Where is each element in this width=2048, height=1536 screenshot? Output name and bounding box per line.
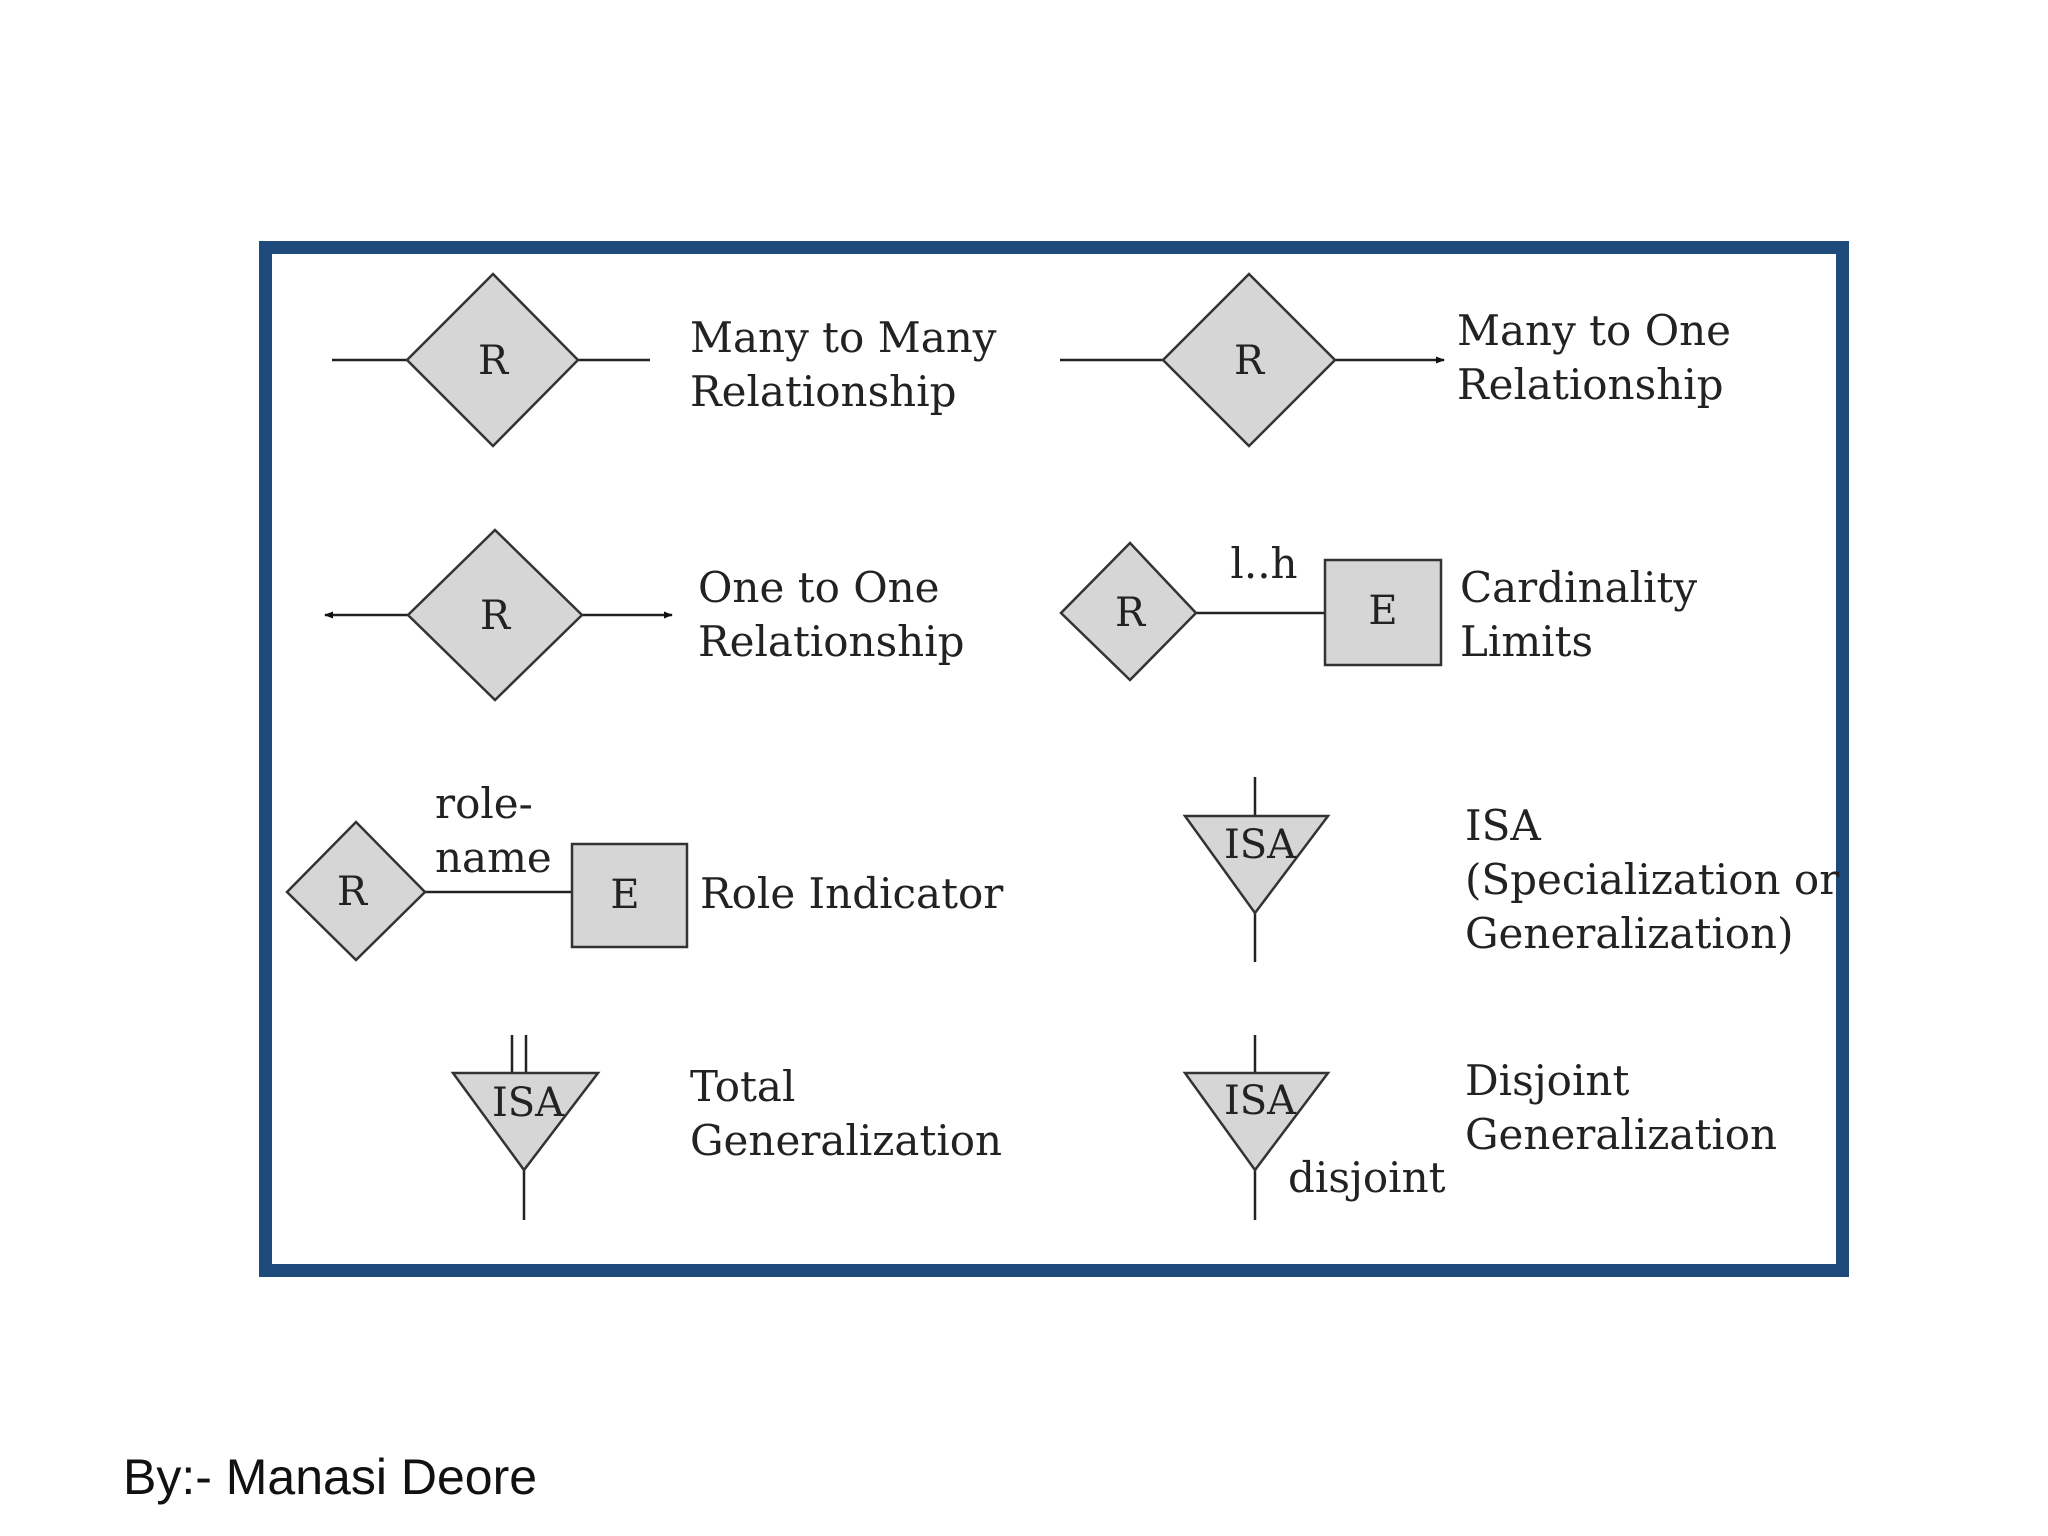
many-to-many-label-line-1: Many to Many xyxy=(690,313,997,362)
author-credit: By:- Manasi Deore xyxy=(123,1449,538,1505)
entity-rectangle xyxy=(570,842,689,949)
entity-symbol: E xyxy=(1368,588,1397,634)
cardinality-label-line-2: Limits xyxy=(1460,617,1593,666)
role-name-line-2: name xyxy=(435,833,552,882)
total-generalization-label-line-1: Total xyxy=(690,1062,795,1111)
cardinality-symbol: R E l..h xyxy=(1059,539,1443,682)
one-to-one-label-line-1: One to One xyxy=(698,563,940,612)
entity-rectangle xyxy=(1323,558,1443,667)
relationship-diamond xyxy=(1059,541,1198,682)
relationship-symbol: R xyxy=(1115,590,1147,636)
isa-symbol: ISA xyxy=(1182,777,1331,962)
relationship-symbol: R xyxy=(1234,338,1266,384)
role-name-line-1: role- xyxy=(435,779,533,828)
disjoint-generalization-label-line-1: Disjoint xyxy=(1465,1056,1629,1105)
disjoint-generalization-symbol: ISA disjoint xyxy=(1182,1035,1446,1220)
many-to-one-symbol: R xyxy=(1060,272,1445,448)
isa-label-line-3: Generalization) xyxy=(1465,909,1794,958)
relationship-diamond xyxy=(405,272,580,448)
relationship-symbol: R xyxy=(478,338,510,384)
disjoint-generalization-label-line-2: Generalization xyxy=(1465,1110,1777,1159)
role-indicator-label: Role Indicator xyxy=(700,869,1004,918)
isa-triangle xyxy=(1182,814,1331,916)
many-to-many-symbol: R xyxy=(332,272,650,448)
disjoint-annotation: disjoint xyxy=(1288,1153,1446,1202)
isa-symbol-text: ISA xyxy=(1224,822,1297,868)
isa-symbol-text: ISA xyxy=(1224,1078,1297,1124)
cardinality-label-line-1: Cardinality xyxy=(1460,563,1697,612)
relationship-symbol: R xyxy=(480,593,512,639)
isa-label-line-1: ISA xyxy=(1465,801,1541,850)
isa-triangle xyxy=(450,1071,601,1173)
total-generalization-symbol: ISA xyxy=(450,1035,601,1220)
relationship-diamond xyxy=(1161,272,1337,448)
relationship-diamond xyxy=(406,528,584,702)
isa-triangle xyxy=(1182,1071,1331,1173)
one-to-one-label-line-2: Relationship xyxy=(698,617,965,666)
many-to-one-label-line-1: Many to One xyxy=(1457,306,1731,355)
relationship-symbol: R xyxy=(337,869,369,915)
relationship-diamond xyxy=(285,820,427,962)
isa-label-line-2: (Specialization or xyxy=(1465,855,1840,904)
cardinality-limit-text: l..h xyxy=(1230,539,1297,588)
many-to-many-label-line-2: Relationship xyxy=(690,367,957,416)
total-generalization-label-line-2: Generalization xyxy=(690,1116,1002,1165)
many-to-one-label-line-2: Relationship xyxy=(1457,360,1724,409)
isa-symbol-text: ISA xyxy=(492,1080,565,1126)
entity-symbol: E xyxy=(610,872,639,918)
role-indicator-symbol: R E role- name xyxy=(285,779,689,962)
one-to-one-symbol: R xyxy=(324,528,673,702)
